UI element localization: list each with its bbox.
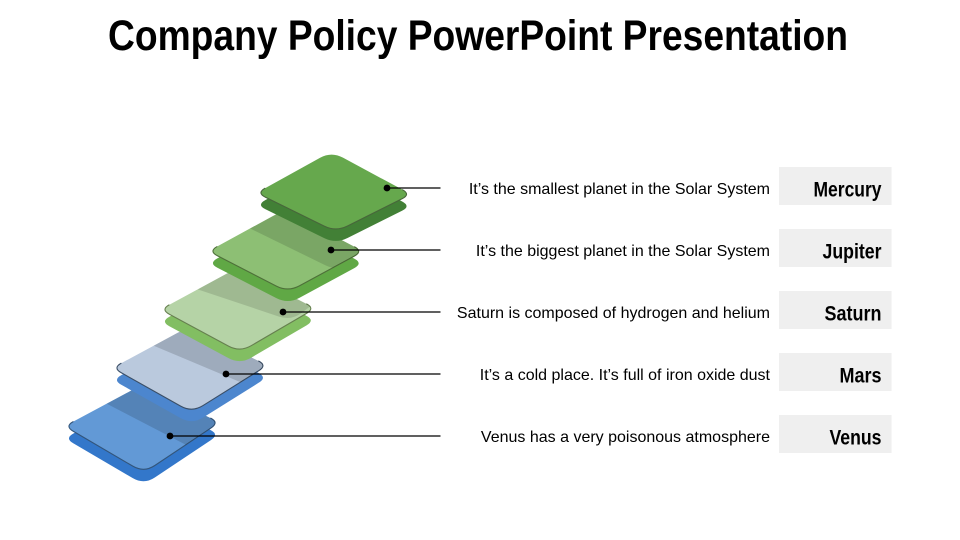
svg-text:Venus has a very poisonous atm: Venus has a very poisonous atmosphere — [481, 429, 770, 446]
svg-text:Saturn is composed of hydrogen: Saturn is composed of hydrogen and heliu… — [457, 305, 770, 322]
svg-text:Mercury: Mercury — [814, 179, 882, 202]
svg-text:Company Policy PowerPoint Pres: Company Policy PowerPoint Presentation — [108, 12, 848, 60]
svg-text:Venus: Venus — [830, 427, 882, 450]
svg-text:Jupiter: Jupiter — [823, 241, 882, 264]
svg-text:Mars: Mars — [840, 365, 882, 388]
svg-text:It’s the biggest planet in the: It’s the biggest planet in the Solar Sys… — [476, 243, 770, 260]
svg-text:It’s a cold place. It’s full o: It’s a cold place. It’s full of iron oxi… — [480, 367, 771, 384]
svg-text:It’s the smallest planet in th: It’s the smallest planet in the Solar Sy… — [469, 181, 770, 198]
svg-text:Saturn: Saturn — [825, 303, 882, 326]
